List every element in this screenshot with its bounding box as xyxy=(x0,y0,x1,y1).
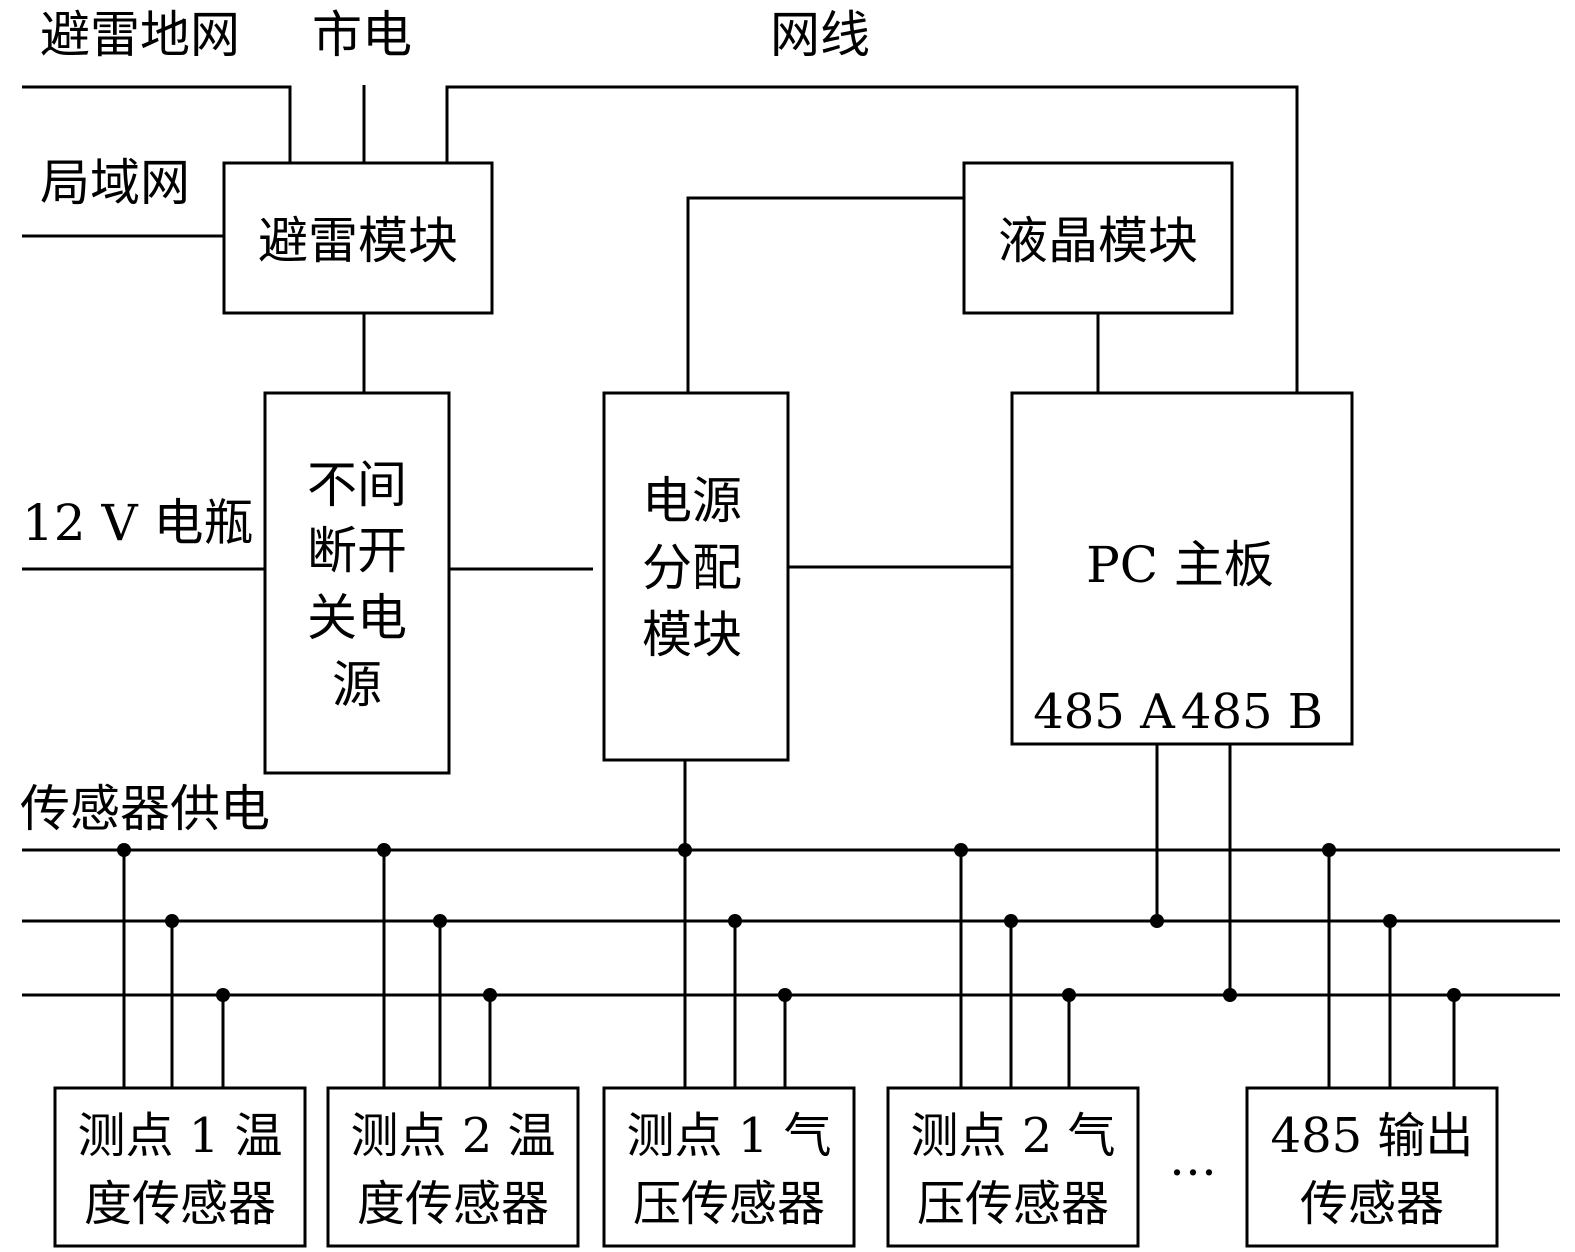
sensor-5-line-1: 485 输出 xyxy=(1271,1108,1474,1164)
sensor-box-4 xyxy=(886,1086,1140,1248)
sensor-4-line-1: 测点 2 气 xyxy=(910,1108,1115,1164)
pc-board-label: PC 主板 xyxy=(1086,536,1274,594)
sensor-box-1 xyxy=(53,1086,307,1248)
lcd-module-box xyxy=(962,161,1234,315)
lcd-module-label: 液晶模块 xyxy=(998,212,1198,270)
sensor-box-2 xyxy=(326,1086,580,1248)
ups-label-line-2: 断开 xyxy=(307,522,407,580)
ellipsis-label: … xyxy=(1169,1131,1217,1187)
network-cable-label: 网线 xyxy=(770,6,870,64)
network-wire xyxy=(445,85,1299,393)
sensor-3-line-1: 测点 1 气 xyxy=(626,1108,831,1164)
power-dist-box xyxy=(602,391,790,762)
sensor-power-label: 传感器供电 xyxy=(20,780,270,838)
sensor-1-line-2: 度传感器 xyxy=(84,1176,276,1232)
sensor-5-line-2: 传感器 xyxy=(1300,1176,1444,1232)
power-dist-label-line-1: 电源 xyxy=(642,472,742,530)
ups-label-line-1: 不间 xyxy=(307,456,407,514)
sensor-box-5 xyxy=(1245,1086,1499,1248)
sensor-1-line-1: 测点 1 温 xyxy=(77,1108,282,1164)
pc-board-box xyxy=(1010,391,1354,746)
ups-label-line-4: 源 xyxy=(332,656,382,714)
sensor-drop-wires xyxy=(122,850,1456,1088)
ups-label-line-3: 关电 xyxy=(307,589,407,647)
lan-label: 局域网 xyxy=(40,154,190,212)
ups-box xyxy=(263,391,451,775)
dist-to-lcd-wire xyxy=(686,196,964,393)
lightning-module-box xyxy=(222,161,494,315)
battery-label: 12 V 电瓶 xyxy=(22,494,254,552)
sensor-2-line-1: 测点 2 温 xyxy=(350,1108,555,1164)
rs485-b-label: 485 B xyxy=(1181,684,1323,740)
junction-dots xyxy=(117,843,1461,1002)
sensor-2-line-2: 度传感器 xyxy=(357,1176,549,1232)
ground-wire xyxy=(22,85,292,163)
lightning-ground-label: 避雷地网 xyxy=(40,6,240,64)
mains-label: 市电 xyxy=(312,6,412,64)
power-dist-label-line-2: 分配 xyxy=(642,539,742,597)
power-dist-label-line-3: 模块 xyxy=(642,606,742,664)
sensor-box-3 xyxy=(602,1086,856,1248)
lightning-module-label: 避雷模块 xyxy=(258,212,458,270)
sensor-4-line-2: 压传感器 xyxy=(917,1176,1109,1232)
sensor-3-line-2: 压传感器 xyxy=(633,1176,825,1232)
rs485-a-label: 485 A xyxy=(1033,684,1176,740)
